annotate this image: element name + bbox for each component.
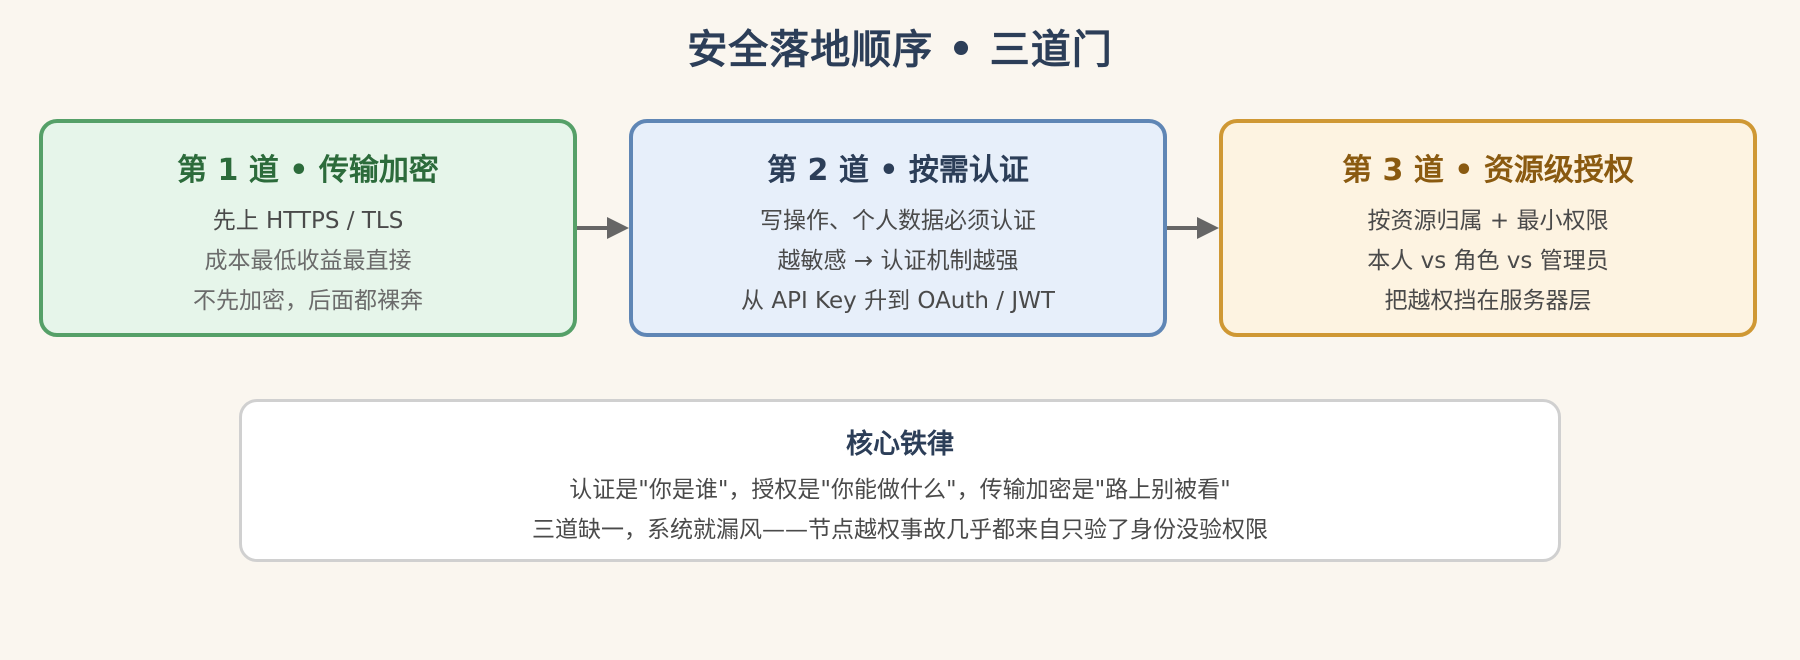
core-rule-lines: 认证是"你是谁"，授权是"你能做什么"，传输加密是"路上别被看" 三道缺一，系统… bbox=[242, 470, 1558, 550]
gate-1-line-2: 成本最低收益最直接 bbox=[204, 248, 412, 274]
gate-2-lines: 写操作、个人数据必须认证 越敏感 → 认证机制越强 从 API Key 升到 O… bbox=[633, 201, 1163, 321]
gate-3-box: 第 3 道 • 资源级授权 按资源归属 + 最小权限 本人 vs 角色 vs 管… bbox=[1219, 119, 1757, 337]
gate-3-lines: 按资源归属 + 最小权限 本人 vs 角色 vs 管理员 把越权挡在服务器层 bbox=[1223, 201, 1753, 321]
arrow-gate-2-to-3 bbox=[1167, 217, 1219, 239]
core-rule-box: 核心铁律 认证是"你是谁"，授权是"你能做什么"，传输加密是"路上别被看" 三道… bbox=[239, 399, 1561, 562]
gate-2-box: 第 2 道 • 按需认证 写操作、个人数据必须认证 越敏感 → 认证机制越强 从… bbox=[629, 119, 1167, 337]
core-rule-line-2: 三道缺一，系统就漏风——节点越权事故几乎都来自只验了身份没验权限 bbox=[532, 517, 1268, 543]
gate-3-line-2: 本人 vs 角色 vs 管理员 bbox=[1367, 248, 1609, 274]
arrow-gate-1-to-2 bbox=[577, 217, 629, 239]
gate-3-title: 第 3 道 • 资源级授权 bbox=[1342, 153, 1634, 188]
gate-1-lines: 先上 HTTPS / TLS 成本最低收益最直接 不先加密，后面都裸奔 bbox=[43, 201, 573, 321]
gate-2-line-2: 越敏感 → 认证机制越强 bbox=[777, 248, 1019, 274]
gate-1-line-3: 不先加密，后面都裸奔 bbox=[193, 288, 423, 314]
gate-1-box: 第 1 道 • 传输加密 先上 HTTPS / TLS 成本最低收益最直接 不先… bbox=[39, 119, 577, 337]
gate-2-line-1: 写操作、个人数据必须认证 bbox=[760, 208, 1036, 234]
gate-3-line-3: 把越权挡在服务器层 bbox=[1384, 288, 1592, 314]
gate-1-title: 第 1 道 • 传输加密 bbox=[177, 153, 439, 188]
gate-3-line-1: 按资源归属 + 最小权限 bbox=[1367, 208, 1609, 234]
gate-2-line-3: 从 API Key 升到 OAuth / JWT bbox=[741, 288, 1055, 314]
diagram-title: 安全落地顺序 • 三道门 bbox=[687, 27, 1113, 73]
core-rule-title: 核心铁律 bbox=[846, 429, 954, 460]
gate-2-title: 第 2 道 • 按需认证 bbox=[767, 153, 1029, 188]
gate-1-line-1: 先上 HTTPS / TLS bbox=[212, 208, 404, 234]
core-rule-line-1: 认证是"你是谁"，授权是"你能做什么"，传输加密是"路上别被看" bbox=[569, 477, 1231, 503]
